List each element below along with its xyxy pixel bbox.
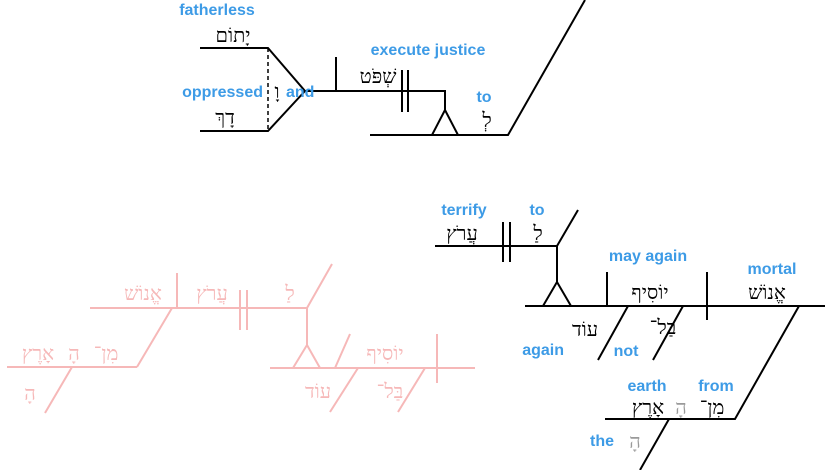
diagram-line bbox=[200, 0, 586, 136]
gloss-from: from bbox=[698, 378, 734, 395]
diagram-line bbox=[435, 209, 825, 470]
gloss-mortal: mortal bbox=[748, 261, 797, 278]
hebrew-article: הָ bbox=[629, 431, 641, 453]
ghost-word: מִן־ bbox=[94, 343, 119, 365]
hebrew-word: דָךְ bbox=[215, 107, 234, 129]
main-diagram: terrify to may again mortal again not fr… bbox=[435, 202, 825, 470]
gloss-not: not bbox=[614, 343, 640, 360]
hebrew-word: יוֹסִיף bbox=[631, 282, 668, 304]
gloss-oppressed: oppressed bbox=[182, 84, 263, 101]
top-diagram: fatherless oppressed and execute justice… bbox=[179, 0, 586, 136]
gloss-earth: earth bbox=[627, 378, 666, 395]
ghost-word: לַ bbox=[284, 283, 294, 305]
gloss-to: to bbox=[476, 89, 491, 106]
ghost-word: יוֹסִיף bbox=[366, 343, 403, 365]
gloss-to: to bbox=[529, 202, 544, 219]
hebrew-article: הָ bbox=[675, 397, 687, 419]
hebrew-word: שְׁפֹּט bbox=[360, 66, 397, 88]
hebrew-word: אֱנוֹשׁ bbox=[748, 282, 786, 304]
ghost-word: עֲרֹץ bbox=[196, 283, 228, 305]
hebrew-word: וָ bbox=[274, 81, 279, 103]
gloss-again: again bbox=[522, 342, 564, 359]
gloss-terrify: terrify bbox=[441, 202, 486, 219]
hebrew-word: עוֹד bbox=[572, 319, 598, 341]
ghost-diagram: אֱנוֹשׁ עֲרֹץ לַ יוֹסִיף עוֹד בַּל־ מִן־… bbox=[7, 263, 475, 414]
gloss-the: the bbox=[590, 433, 614, 450]
hebrew-word: יָתוֹם bbox=[215, 25, 250, 47]
ghost-word: אֱנוֹשׁ bbox=[124, 283, 162, 305]
gloss-may-again: may again bbox=[609, 248, 687, 265]
hebrew-word: אָרֶץ bbox=[632, 397, 664, 419]
ghost-word: הָ bbox=[24, 383, 36, 405]
ghost-word: אָרֶץ bbox=[22, 343, 54, 365]
hebrew-word: עֲרֹץ bbox=[446, 223, 478, 245]
ghost-word: הָ bbox=[68, 343, 80, 365]
ghost-word: עוֹד bbox=[305, 381, 331, 403]
hebrew-word: בַּל־ bbox=[650, 317, 677, 339]
gloss-execute-justice: execute justice bbox=[371, 42, 486, 59]
ghost-line bbox=[7, 263, 475, 414]
ghost-word: בַּל־ bbox=[377, 381, 404, 403]
gloss-fatherless: fatherless bbox=[179, 2, 255, 19]
hebrew-word: לַ bbox=[532, 223, 542, 245]
hebrew-word: לְ bbox=[481, 110, 491, 132]
gloss-and: and bbox=[286, 84, 314, 101]
hebrew-word: מִן־ bbox=[700, 397, 725, 419]
